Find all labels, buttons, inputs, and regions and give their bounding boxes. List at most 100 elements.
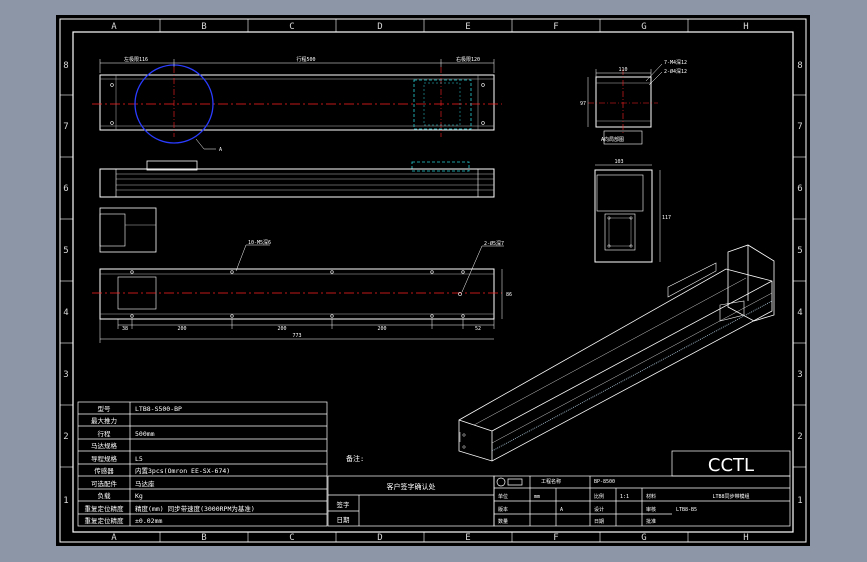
sign-label: 签字 (337, 500, 351, 509)
dim-right-clearance: 右极限120 (456, 56, 480, 63)
project-value: BP-8500 (594, 479, 615, 485)
spec-value: LTB8-S500-BP (135, 405, 182, 413)
zone-number-left: 1 (63, 496, 68, 506)
version-label: 版本 (498, 506, 508, 513)
zone-number-right: 8 (797, 61, 802, 71)
hole-note-1: 7-M4深12 (664, 59, 687, 66)
scale-label: 比例 (594, 493, 604, 500)
unit-value: mm (534, 494, 540, 500)
dim-bottom-seg: 52 (475, 326, 481, 332)
zone-number-left: 2 (63, 432, 68, 442)
cross-section-view: 110 97 7-M4深12 2-Ø4深12 A向局部图 (580, 59, 687, 145)
zone-letter-top: H (743, 22, 748, 32)
zone-letter-bottom: F (553, 533, 558, 543)
dim-stroke: 行程500 (296, 56, 315, 63)
dim-cross-height: 97 (580, 101, 586, 107)
isometric-view (458, 244, 775, 462)
zone-letter-top: C (289, 22, 294, 32)
project-label: 工程名称 (541, 478, 561, 485)
zone-letter-top: E (465, 22, 470, 32)
dim-bottom-height: 86 (506, 292, 512, 298)
zone-letter-top: F (553, 22, 558, 32)
zone-number-right: 4 (797, 308, 802, 318)
zone-letter-bottom: B (201, 533, 206, 543)
zone-number-left: 4 (63, 308, 68, 318)
customer-confirm-label: 客户签字确认处 (387, 482, 436, 491)
unit-label: 单位 (498, 493, 508, 500)
zone-number-left: 3 (63, 370, 68, 380)
note-label: 备注: (346, 454, 364, 463)
spec-table-labels: 型号 最大推力 行程 马达规格 导程规格 传感器 可选配件 负载 重复定位精度 … (85, 404, 125, 525)
zone-letter-top: G (641, 22, 646, 32)
scale-value: 1:1 (620, 494, 629, 500)
hole-note-2: 2-Ø4深12 (664, 68, 687, 75)
zone-letter-bottom: A (111, 533, 117, 543)
spec-label: 传感器 (94, 466, 114, 475)
outer-frame (59, 18, 807, 543)
dim-bottom-seg: 200 (277, 326, 286, 332)
front-view (99, 160, 495, 253)
dim-bottom-seg: 200 (177, 326, 186, 332)
zone-number-left: 8 (63, 61, 68, 71)
dim-bottom-total: 773 (292, 333, 301, 339)
top-view: 左极限116 行程500 右极限120 A (92, 56, 502, 153)
spec-label: 马达规格 (91, 441, 118, 450)
detail-ref-label: A (219, 147, 222, 153)
cad-drawing: A B C D E F G H A B C D E F G H 8 7 6 5 … (59, 18, 807, 543)
zone-ticks (60, 19, 806, 542)
spec-value: Kg (135, 492, 143, 500)
date2-label: 日期 (594, 519, 604, 525)
spec-label: 型号 (98, 404, 112, 413)
zone-number-right: 1 (797, 496, 802, 506)
zone-number-left: 5 (63, 246, 68, 256)
spec-value: L5 (135, 455, 143, 463)
drawing-no: LTB8-B5 (676, 507, 697, 513)
zone-number-right: 6 (797, 184, 802, 194)
version-value: A (560, 507, 563, 513)
zone-letter-bottom: H (743, 533, 748, 543)
dim-side-height: 117 (662, 215, 671, 221)
zone-letter-top: B (201, 22, 206, 32)
bottom-note-left: 10-M5深6 (248, 239, 271, 246)
spec-label: 导程规格 (91, 454, 118, 463)
approve-label: 批准 (646, 518, 656, 525)
spec-value: 马达座 (135, 479, 155, 488)
spec-value: 500mm (135, 430, 155, 438)
check-label: 审核 (646, 506, 656, 513)
spec-value: 内置3pcs(Omron EE-SX-674) (135, 466, 230, 475)
zone-letter-bottom: C (289, 533, 294, 543)
motor-seat-outline (413, 79, 472, 130)
dim-left-clearance: 左极限116 (124, 56, 148, 63)
zone-letter-top: D (377, 22, 382, 32)
dim-side-width: 103 (614, 159, 623, 165)
zone-letter-top: A (111, 22, 117, 32)
side-view: 103 117 (594, 159, 671, 263)
spec-label: 负载 (98, 491, 112, 500)
dim-cross-width: 110 (618, 67, 627, 73)
spec-label: 重复定位精度 (85, 516, 125, 525)
spec-label: 最大推力 (91, 416, 117, 425)
product-name: LTB8同步带模组 (712, 493, 749, 500)
spec-value: ±0.02mm (135, 517, 162, 525)
zone-letter-bottom: G (641, 533, 646, 543)
company-logo: CCTL (708, 455, 754, 476)
bottom-view: 10-M5深6 2-Ø5深7 38 200 200 200 52 773 86 (92, 239, 512, 343)
zone-number-right: 2 (797, 432, 802, 442)
date-label: 日期 (337, 516, 351, 524)
bottom-note-right: 2-Ø5深7 (484, 240, 504, 247)
zone-number-left: 7 (63, 122, 68, 132)
zone-number-right: 5 (797, 246, 802, 256)
count-label: 数量 (498, 518, 508, 525)
drawing-sheet: A B C D E F G H A B C D E F G H 8 7 6 5 … (56, 15, 810, 546)
spec-label: 重复定位精度 (85, 504, 125, 513)
zone-number-right: 7 (797, 122, 802, 132)
inner-frame (72, 31, 794, 533)
zone-number-left: 6 (63, 184, 68, 194)
dim-bottom-seg: 38 (122, 326, 128, 332)
spec-table-values: LTB8-S500-BP 500mm L5 内置3pcs(Omron EE-SX… (135, 405, 255, 525)
material-label: 材料 (646, 493, 656, 500)
zone-number-right: 3 (797, 370, 802, 380)
logo-mark-icon (496, 477, 523, 487)
spec-label: 可选配件 (91, 479, 118, 488)
section-label: A向局部图 (601, 136, 624, 143)
